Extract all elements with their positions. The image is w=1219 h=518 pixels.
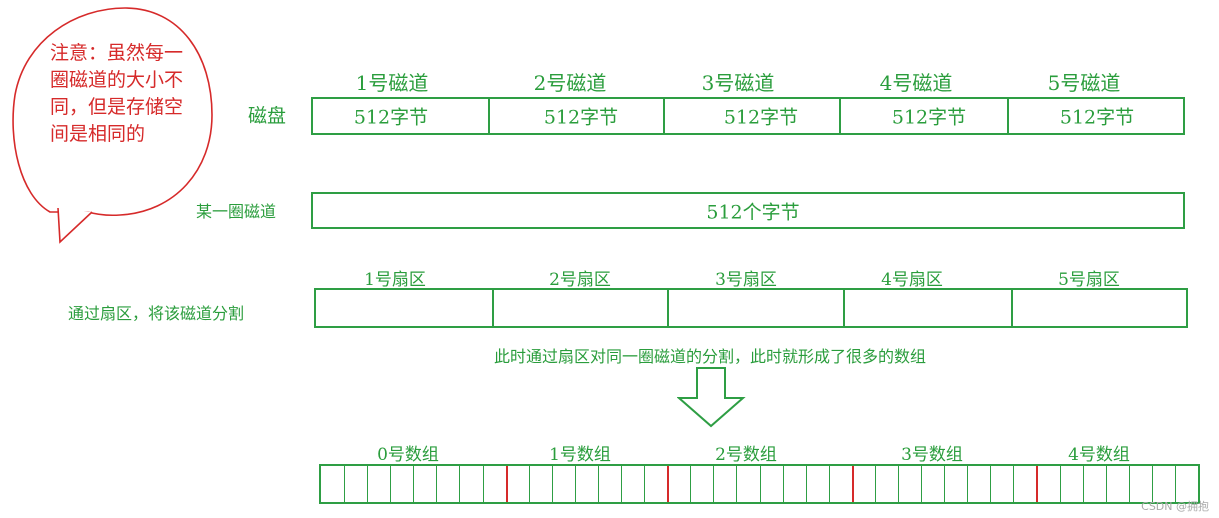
array-cell-divider (551, 466, 553, 502)
track-content: 512个字节 (706, 201, 800, 223)
array-box (319, 464, 1200, 504)
divider (488, 99, 490, 133)
array-cell-divider (782, 466, 784, 502)
track-header: 3号磁道 (701, 71, 775, 95)
sector-header: 4号扇区 (881, 270, 943, 290)
array-cell-divider (390, 466, 392, 502)
array-cell-divider (1013, 466, 1015, 502)
sector-header: 5号扇区 (1058, 270, 1120, 290)
array-cell-divider (344, 466, 346, 502)
array-header: 1号数组 (549, 445, 611, 465)
track-label: 某一圈磁道 (196, 202, 277, 221)
divider (492, 290, 494, 326)
array-header: 0号数组 (377, 445, 439, 465)
divider (667, 290, 669, 326)
disk-box: 512字节 512字节 512字节 512字节 512字节 (311, 97, 1185, 135)
track-header: 2号磁道 (533, 71, 607, 95)
array-cell-divider (436, 466, 438, 502)
array-cell-divider (597, 466, 599, 502)
array-cell-divider (1128, 466, 1130, 502)
array-cell-divider (1105, 466, 1107, 502)
array-boundary (667, 466, 670, 502)
array-cell-divider (713, 466, 715, 502)
sector-header: 1号扇区 (364, 270, 426, 290)
down-arrow-icon (677, 367, 746, 428)
array-cell-divider (944, 466, 946, 502)
divider (839, 99, 841, 133)
divider (1011, 290, 1013, 326)
watermark: CSDN @拥抱 (1141, 500, 1209, 513)
sectors-box (314, 288, 1188, 328)
array-cell-divider (874, 466, 876, 502)
array-cell-divider (1059, 466, 1061, 502)
array-cell-divider (1174, 466, 1176, 502)
disk-cell: 512字节 (543, 106, 619, 129)
caption: 此时通过扇区对同一圈磁道的分割，此时就形成了很多的数组 (493, 347, 927, 366)
array-cell-divider (621, 466, 623, 502)
track-box: 512个字节 (311, 192, 1185, 229)
array-boundary (505, 466, 508, 502)
array-cell-divider (528, 466, 530, 502)
divider (843, 290, 845, 326)
array-cell-divider (1082, 466, 1084, 502)
array-cell-divider (805, 466, 807, 502)
array-boundary (851, 466, 854, 502)
divider (1007, 99, 1009, 133)
array-cell-divider (644, 466, 646, 502)
note-bubble (12, 7, 213, 244)
array-header: 3号数组 (901, 445, 963, 465)
array-cell-divider (736, 466, 738, 502)
track-header: 4号磁道 (879, 71, 953, 95)
sector-header: 3号扇区 (715, 270, 777, 290)
note-text: 注意：虽然每一圈磁道的大小不同，但是存储空间是相同的 (50, 42, 184, 145)
disk-cell: 512字节 (723, 106, 799, 129)
array-boundary (1036, 466, 1039, 502)
array-header: 2号数组 (715, 445, 777, 465)
array-cell-divider (990, 466, 992, 502)
track-header: 1号磁道 (355, 71, 429, 95)
sectors-label: 通过扇区，将该磁道分割 (68, 304, 245, 323)
array-cell-divider (921, 466, 923, 502)
disk-cell: 512字节 (1059, 106, 1135, 129)
array-cell-divider (482, 466, 484, 502)
array-cell-divider (367, 466, 369, 502)
array-cell-divider (1151, 466, 1153, 502)
array-cell-divider (828, 466, 830, 502)
array-cell-divider (967, 466, 969, 502)
track-header: 5号磁道 (1047, 71, 1121, 95)
array-cell-divider (690, 466, 692, 502)
array-header: 4号数组 (1068, 445, 1130, 465)
array-cell-divider (897, 466, 899, 502)
disk-label: 磁盘 (248, 105, 287, 127)
sector-header: 2号扇区 (549, 270, 611, 290)
array-cell-divider (459, 466, 461, 502)
array-cell-divider (574, 466, 576, 502)
array-cell-divider (759, 466, 761, 502)
array-cell-divider (413, 466, 415, 502)
disk-cell: 512字节 (891, 106, 967, 129)
disk-cell: 512字节 (353, 106, 429, 129)
divider (663, 99, 665, 133)
